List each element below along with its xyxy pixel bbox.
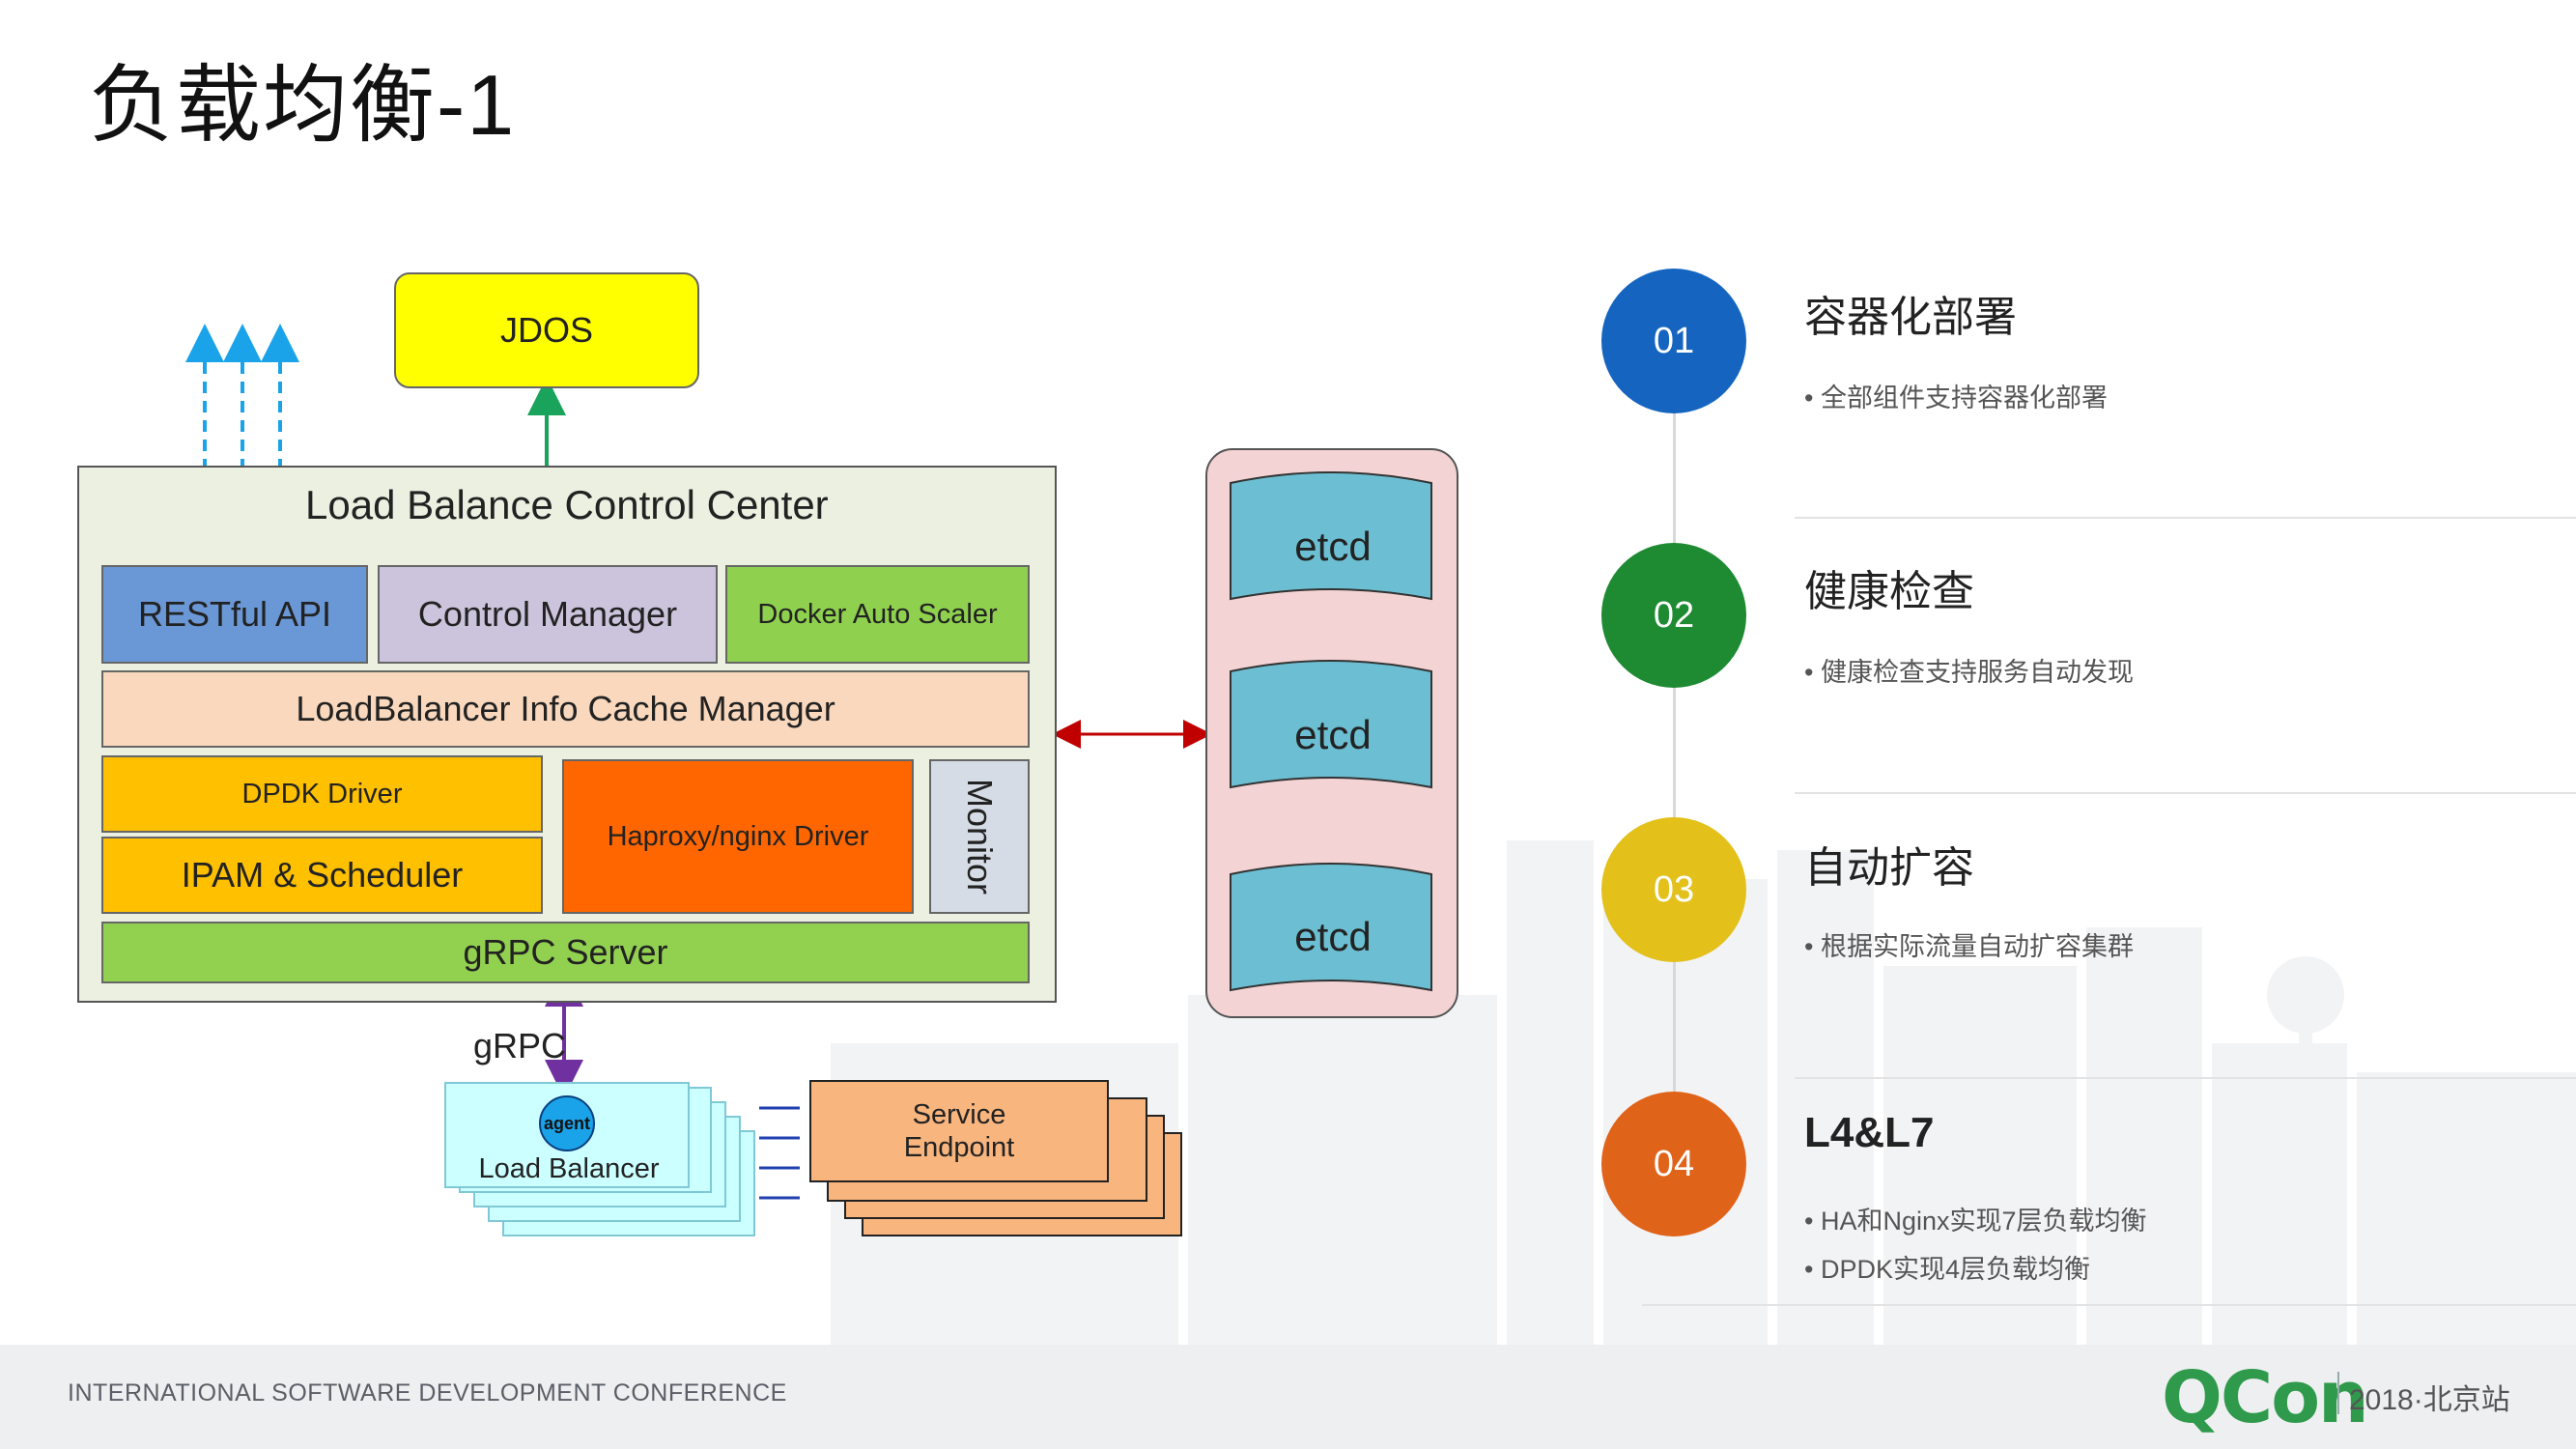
conference-name: INTERNATIONAL SOFTWARE DEVELOPMENT CONFE… [68,1379,787,1406]
control-manager-box: Control Manager [378,565,718,664]
service-endpoint-line2: Endpoint [903,1132,1015,1163]
feature-bullet: • DPDK实现4层负载均衡 [1804,1255,2090,1284]
grpc-server-box: gRPC Server [101,922,1030,983]
footer-bar [0,1345,2576,1449]
service-endpoint-line1: Service [912,1099,1006,1130]
feature-number-circle: 04 [1601,1092,1746,1236]
event-name: 2018·北京站 [2349,1384,2510,1416]
agent-badge: agent [539,1095,595,1151]
docker-auto-scaler-box: Docker Auto Scaler [725,565,1030,664]
feature-separator [1795,1077,2576,1079]
haproxy-driver-box: Haproxy/nginx Driver [562,759,914,914]
ipam-scheduler-box: IPAM & Scheduler [101,837,543,914]
feature-bullet: • HA和Nginx实现7层负载均衡 [1804,1207,2147,1236]
service-endpoint-box: Service Endpoint [809,1080,1109,1182]
etcd-node: etcd [1294,524,1372,569]
feature-separator [1795,517,2576,519]
cache-manager-box: LoadBalancer Info Cache Manager [101,670,1030,748]
feature-title: 自动扩容 [1804,844,1974,892]
grpc-label: gRPC [473,1026,567,1065]
page-title: 负载均衡-1 [89,57,517,153]
feature-title: 健康检查 [1804,568,1974,615]
dpdk-driver-box: DPDK Driver [101,755,543,833]
feature-number-circle: 02 [1601,543,1746,688]
feature-separator [1795,792,2576,794]
etcd-cylinders [1230,471,1432,992]
restful-api-box: RESTful API [101,565,368,664]
feature-title: 容器化部署 [1804,294,2017,341]
etcd-node: etcd [1294,712,1372,757]
jdos-box: JDOS [394,272,699,388]
feature-number-circle: 01 [1601,269,1746,413]
control-center-title: Load Balance Control Center [301,482,833,528]
feature-number-circle: 03 [1601,817,1746,962]
monitor-box: Monitor [929,759,1030,914]
etcd-node: etcd [1294,914,1372,959]
feature-bullet: • 全部组件支持容器化部署 [1804,384,2108,412]
logo-divider [2337,1372,2339,1414]
feature-bullet: • 健康检查支持服务自动发现 [1804,658,2134,687]
lb-endpoint-links [759,1106,800,1200]
load-balancer-box: agent Load Balancer [444,1082,690,1188]
monitor-label: Monitor [960,778,1001,895]
feature-title: L4&L7 [1804,1109,1935,1156]
feature-separator [1642,1304,2576,1306]
feature-bullet: • 根据实际流量自动扩容集群 [1804,932,2134,961]
load-balancer-label: Load Balancer [478,1152,660,1184]
qcon-logo: QCon [2162,1356,2369,1439]
timeline-line [1673,406,1676,1169]
